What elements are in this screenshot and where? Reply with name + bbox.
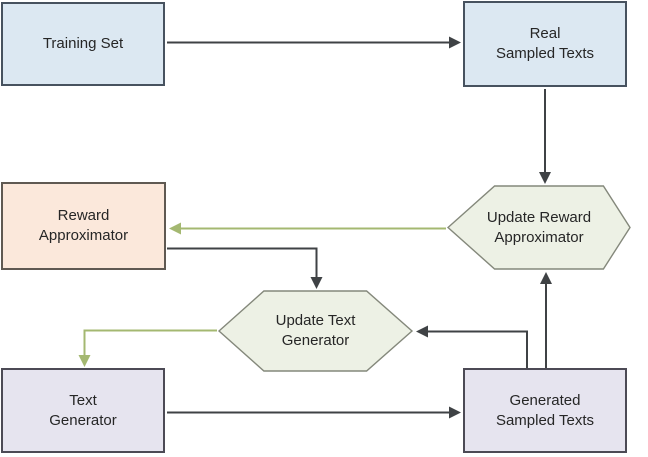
node-training-set: Training Set	[1, 2, 165, 86]
node-label: Reward Approximator	[38, 207, 129, 244]
node-label: Real Sampled Texts	[495, 25, 595, 62]
edge-reward-approximator-to-update-text-generator	[167, 247, 323, 289]
node-label: Generated Sampled Texts	[495, 391, 595, 429]
node-label: Update Reward Approximator	[486, 208, 592, 246]
hexagon-shape	[446, 185, 631, 270]
node-label: Text Generator	[49, 391, 117, 429]
node-text-generator: Text Generator	[1, 368, 165, 453]
node-update-text-generator: Update Text Generator	[217, 290, 414, 372]
hexagon-shape	[217, 290, 414, 372]
edge-generated-sampled-texts-to-update-text-generator	[416, 325, 528, 368]
edge-update-text-generator-to-text-generator	[78, 329, 217, 367]
node-label: Update Text Generator	[275, 312, 356, 349]
node-update-reward-approximator: Update Reward Approximator	[446, 185, 631, 270]
node-reward-approximator: Reward Approximator	[1, 182, 166, 270]
node-label: Training Set	[42, 35, 124, 52]
node-real-sampled-texts: Real Sampled Texts	[463, 1, 627, 87]
node-generated-sampled-texts: Generated Sampled Texts	[463, 368, 627, 453]
